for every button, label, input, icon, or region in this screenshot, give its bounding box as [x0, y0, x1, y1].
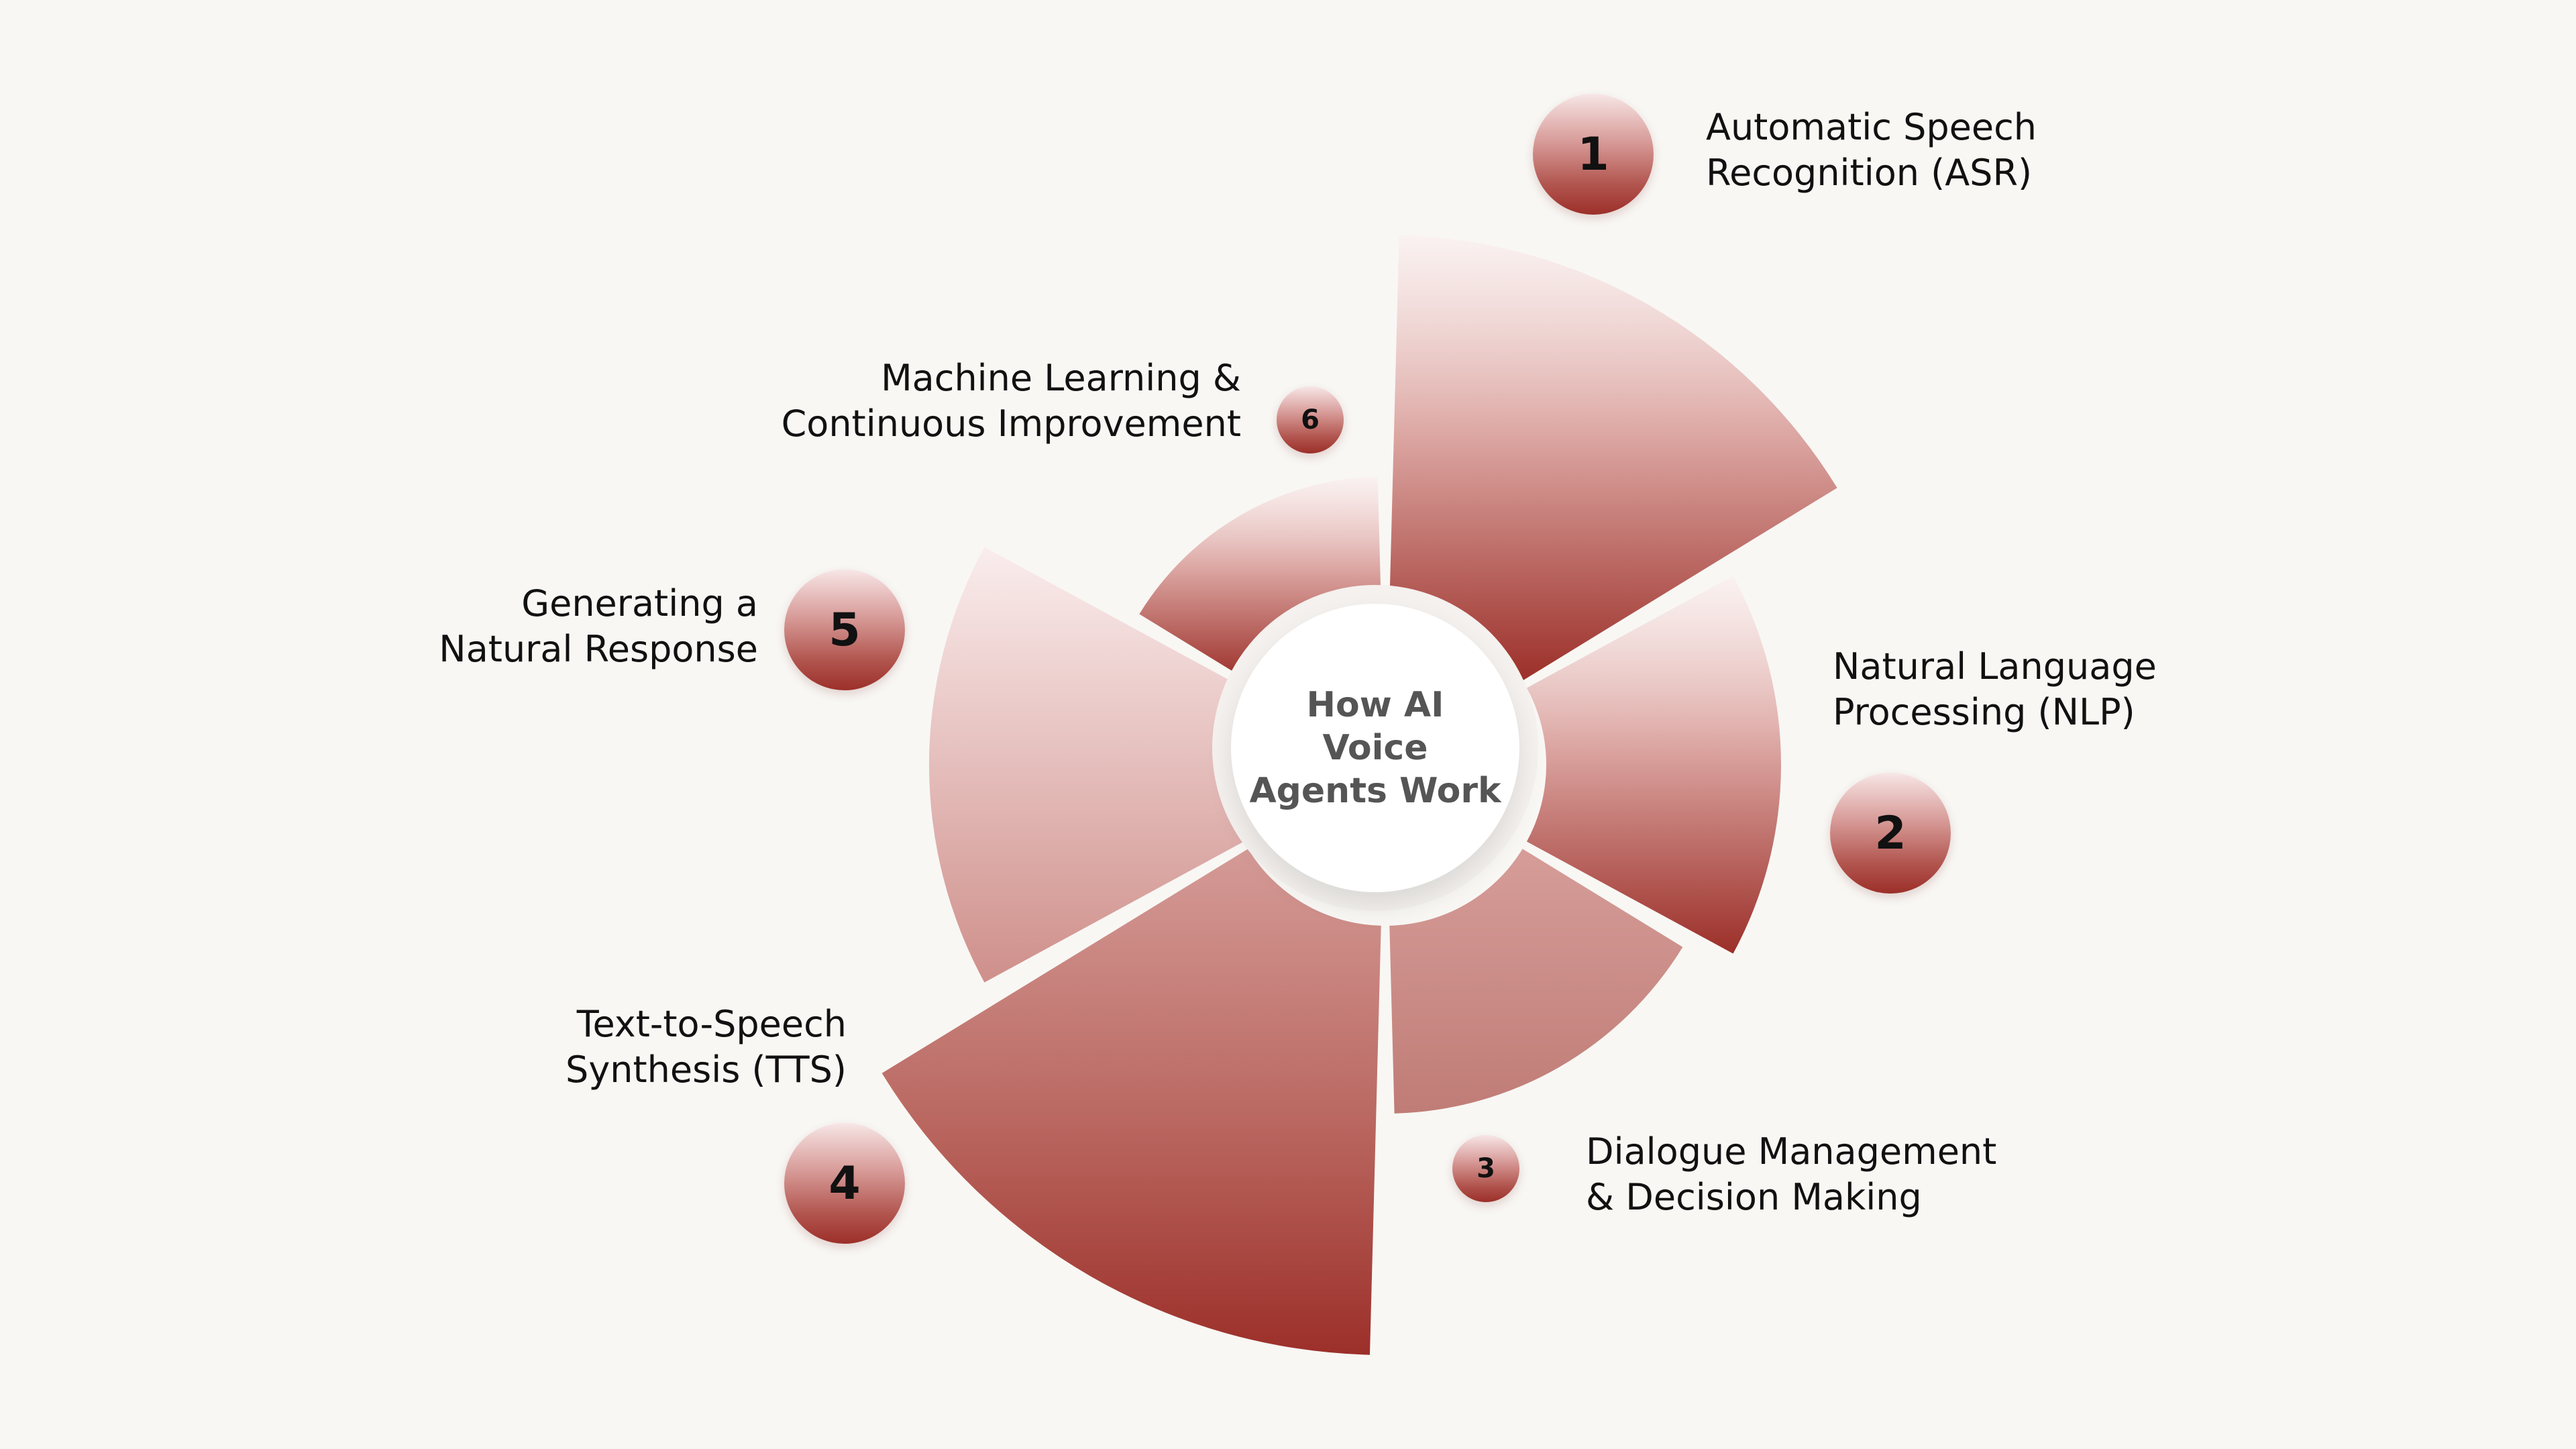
step-3-badge: 3 — [1452, 1135, 1519, 1202]
segment-1-asr — [1389, 235, 1837, 681]
center-hub: How AI Voice Agents Work — [1231, 604, 1519, 892]
step-4-label-line2: Synthesis (TTS) — [566, 1049, 847, 1091]
step-2-badge: 2 — [1830, 773, 1951, 894]
segment-3-dialogue — [1389, 849, 1683, 1114]
step-5-badge: 5 — [784, 570, 905, 690]
segment-4-tts — [881, 849, 1381, 1355]
step-1-label-line1: Automatic Speech — [1706, 106, 2037, 148]
diagram-title: How AI Voice Agents Work — [1249, 685, 1501, 811]
segment-5-response — [929, 547, 1244, 983]
segment-2-nlp — [1526, 576, 1782, 954]
step-4-label: Text-to-Speech Synthesis (TTS) — [566, 1002, 847, 1093]
step-5-label-line1: Generating a — [521, 582, 758, 625]
step-2-label-line1: Natural Language — [1833, 645, 2157, 688]
step-5-label-line2: Natural Response — [439, 628, 758, 670]
step-3-label: Dialogue Management & Decision Making — [1586, 1129, 1996, 1220]
step-2-label-line2: Processing (NLP) — [1833, 691, 2135, 733]
step-3-label-line2: & Decision Making — [1586, 1176, 1922, 1218]
step-6-label-line2: Continuous Improvement — [781, 402, 1241, 445]
step-4-badge: 4 — [784, 1123, 905, 1244]
step-1-badge: 1 — [1533, 94, 1654, 215]
segment-6-learning — [1139, 476, 1381, 681]
step-2-label: Natural Language Processing (NLP) — [1833, 644, 2157, 735]
step-6-label: Machine Learning & Continuous Improvemen… — [782, 356, 1241, 447]
step-1-label-line2: Recognition (ASR) — [1706, 152, 2033, 194]
step-6-label-line1: Machine Learning & — [881, 357, 1241, 399]
step-3-label-line1: Dialogue Management — [1586, 1130, 1997, 1173]
step-4-label-line1: Text-to-Speech — [576, 1003, 847, 1045]
step-6-badge: 6 — [1277, 386, 1344, 453]
step-5-label: Generating a Natural Response — [439, 581, 758, 672]
step-1-label: Automatic Speech Recognition (ASR) — [1706, 105, 2037, 196]
